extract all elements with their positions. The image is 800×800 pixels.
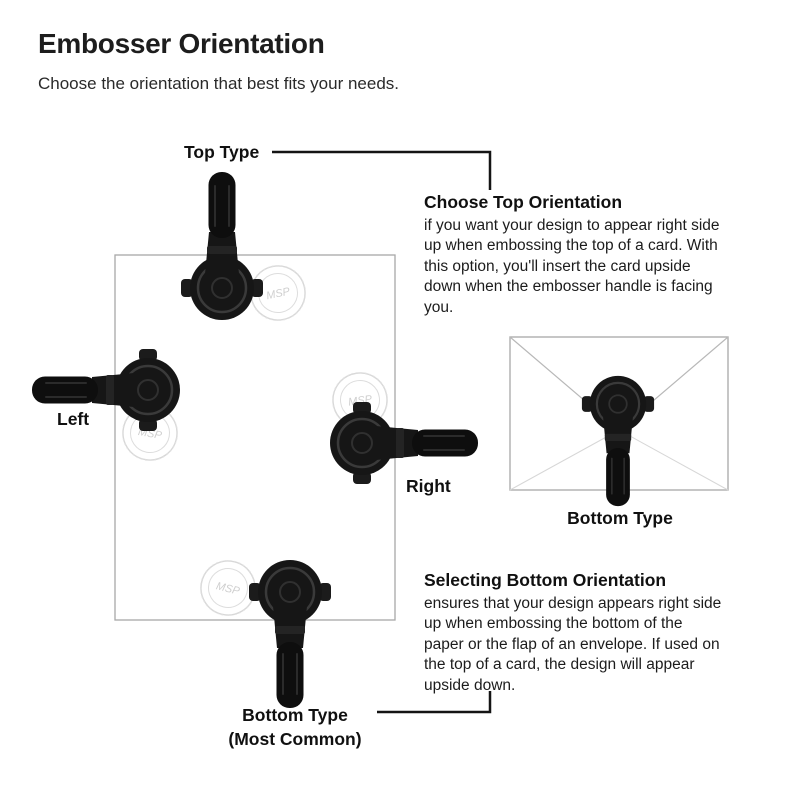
embosser-right xyxy=(328,400,480,486)
info-bottom-heading: Selecting Bottom Orientation xyxy=(424,570,667,590)
svg-text:MSP: MSP xyxy=(347,393,373,408)
label-right: Right xyxy=(406,476,451,496)
svg-text:MSP: MSP xyxy=(265,285,291,302)
embosser-left xyxy=(30,347,182,433)
watermark-seal-bottom: MSP xyxy=(193,553,263,623)
svg-text:MSP: MSP xyxy=(137,426,163,442)
label-bottom-type-line2: (Most Common) xyxy=(228,729,362,750)
watermark-seal-top: MSP xyxy=(244,259,312,327)
connector-top-type xyxy=(272,150,492,190)
label-bottom-type: Bottom Type (Most Common) xyxy=(200,703,390,751)
info-bottom-body: ensures that your design appears right s… xyxy=(424,595,722,694)
embosser-bottom xyxy=(247,558,333,710)
page-title: Embosser Orientation xyxy=(38,28,325,59)
paper-sheet xyxy=(114,254,396,621)
label-bottom-type-line1: Bottom Type xyxy=(242,705,348,725)
svg-text:MSP: MSP xyxy=(215,580,242,598)
watermark-seal-left: MSP xyxy=(117,400,183,466)
info-top-heading: Choose Top Orientation xyxy=(424,192,623,212)
label-envelope-bottom-type: Bottom Type xyxy=(567,508,673,528)
info-block-top-orientation: Choose Top Orientation if you want your … xyxy=(424,192,726,318)
watermark-seal-center: MSP xyxy=(328,368,392,432)
embosser-top xyxy=(179,170,265,322)
info-top-body: if you want your design to appear right … xyxy=(424,217,720,316)
embosser-envelope xyxy=(580,374,656,508)
page-subtitle: Choose the orientation that best fits yo… xyxy=(38,74,400,93)
info-block-bottom-orientation: Selecting Bottom Orientation ensures tha… xyxy=(424,570,726,696)
label-left: Left xyxy=(57,409,90,429)
label-top-type: Top Type xyxy=(184,142,260,162)
envelope-illustration xyxy=(509,336,729,491)
